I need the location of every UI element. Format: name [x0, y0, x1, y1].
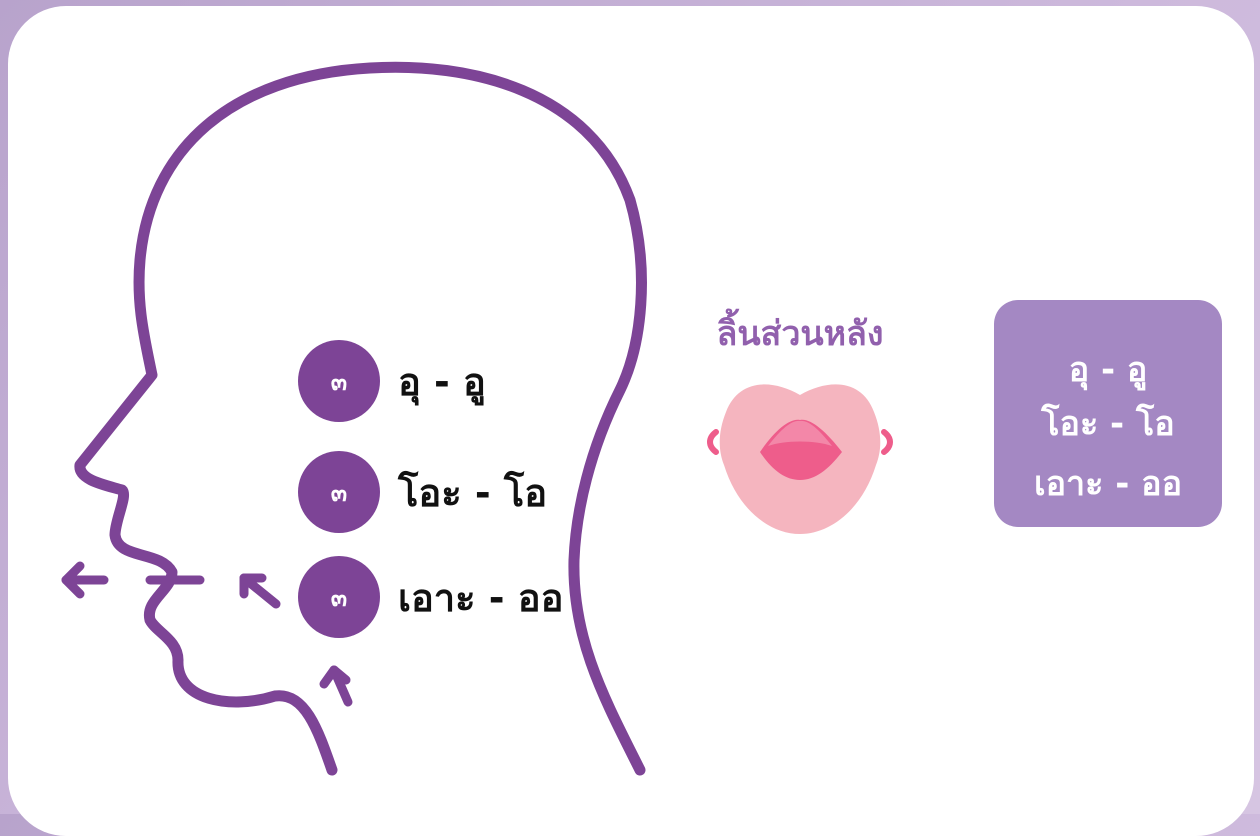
vowel-pair-label: โอะ - โอ	[398, 470, 548, 515]
head-profile-icon	[74, 61, 647, 776]
summary-line: อุ - อู	[1068, 350, 1148, 390]
vowel-badge: ๓	[298, 556, 380, 638]
vowel-pair-label: อุ - อู	[398, 359, 486, 404]
vowel-summary-box: อุ - อู โอะ - โอ เอาะ - ออ	[994, 300, 1222, 527]
outflow-arrow-icon	[61, 561, 109, 599]
summary-line: โอะ - โอ	[1041, 404, 1175, 444]
summary-line: เอาะ - ออ	[1033, 464, 1183, 504]
vowel-badge: ๓	[298, 340, 380, 422]
tongue-position-title: ลิ้นส่วนหลัง	[716, 314, 884, 354]
diagonal-airflow-arrow-icon	[239, 573, 281, 609]
vowel-pair-label: เอาะ - ออ	[398, 575, 564, 620]
vowel-badge: ๓	[298, 451, 380, 533]
upward-airflow-arrow-icon	[319, 665, 353, 707]
head-profile-diagram	[61, 61, 893, 776]
rounded-lips-icon	[707, 384, 893, 534]
